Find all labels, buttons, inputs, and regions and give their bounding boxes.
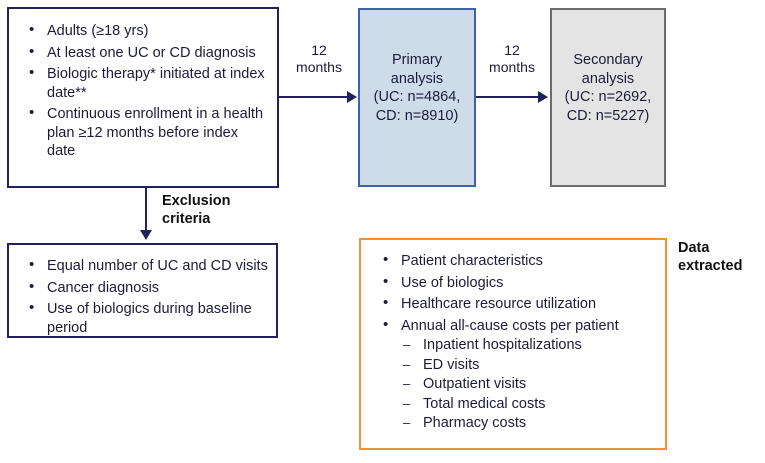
exclusion-criteria-list: Equal number of UC and CD visits Cancer … <box>27 256 270 340</box>
inclusion-criteria-list: Adults (≥18 yrs) At least one UC or CD d… <box>27 21 269 164</box>
list-item: Patient characteristics <box>381 251 657 271</box>
second-interval-line1: 12 <box>504 42 520 58</box>
primary-analysis-title-line1: Primary <box>392 52 442 68</box>
list-item: Use of biologics during baseline period <box>27 299 270 337</box>
list-item: Use of biologics <box>381 273 657 293</box>
data-extracted-sublist: Inpatient hospitalizations ED visits Out… <box>401 335 657 434</box>
primary-analysis-box: Primary analysis (UC: n=4864, CD: n=8910… <box>358 8 476 187</box>
sub-list-item: Inpatient hospitalizations <box>401 335 657 356</box>
secondary-analysis-n-line2: CD: n=5227) <box>566 107 650 124</box>
primary-analysis-n-line1: (UC: n=4864, <box>373 89 461 105</box>
list-item: Continuous enrollment in a health plan ≥… <box>27 104 269 161</box>
list-item: Biologic therapy* initiated at index dat… <box>27 64 269 102</box>
primary-analysis-n-line2: CD: n=8910) <box>375 107 459 124</box>
connector-primary-to-secondary <box>476 96 540 98</box>
data-extracted-box: Patient characteristics Use of biologics… <box>359 238 667 450</box>
connector-inclusion-to-primary <box>279 96 349 98</box>
inclusion-criteria-box: Adults (≥18 yrs) At least one UC or CD d… <box>7 7 279 188</box>
exclusion-criteria-label-line2: criteria <box>162 210 211 227</box>
arrowhead-primary-to-secondary <box>538 91 548 103</box>
primary-analysis-text: Primary analysis (UC: n=4864, CD: n=8910… <box>360 51 474 125</box>
sub-list-item: Total medical costs <box>401 394 657 415</box>
data-extracted-label-line1: Data <box>678 240 710 256</box>
secondary-analysis-n-line1: (UC: n=2692, <box>564 89 652 105</box>
sub-list-item: Outpatient visits <box>401 374 657 395</box>
arrowhead-inclusion-to-exclusion <box>140 230 152 240</box>
first-interval-line2: months <box>296 58 342 75</box>
list-item: Adults (≥18 yrs) <box>27 21 269 41</box>
secondary-analysis-title-line2: analysis <box>581 70 635 87</box>
first-interval-label: 12 months <box>289 42 349 75</box>
list-item: Cancer diagnosis <box>27 278 270 298</box>
list-item-label: Annual all-cause costs per patient <box>401 317 619 334</box>
list-item: Healthcare resource utilization <box>381 294 657 314</box>
secondary-analysis-title-line1: Secondary <box>573 52 643 68</box>
sub-list-item: ED visits <box>401 355 657 376</box>
connector-inclusion-to-exclusion <box>145 188 147 233</box>
second-interval-label: 12 months <box>482 42 542 75</box>
data-extracted-label: Data extracted <box>678 240 762 275</box>
primary-analysis-title-line2: analysis <box>390 70 444 87</box>
data-extracted-list: Patient characteristics Use of biologics… <box>381 251 657 437</box>
arrowhead-inclusion-to-primary <box>347 91 357 103</box>
secondary-analysis-box: Secondary analysis (UC: n=2692, CD: n=52… <box>550 8 666 187</box>
exclusion-criteria-box: Equal number of UC and CD visits Cancer … <box>7 243 278 338</box>
list-item: Annual all-cause costs per patient Inpat… <box>381 316 657 434</box>
exclusion-criteria-label-line1: Exclusion <box>162 193 231 209</box>
second-interval-line2: months <box>489 58 535 75</box>
list-item: At least one UC or CD diagnosis <box>27 43 269 63</box>
first-interval-line1: 12 <box>311 42 327 58</box>
secondary-analysis-text: Secondary analysis (UC: n=2692, CD: n=52… <box>552 51 664 125</box>
exclusion-criteria-label: Exclusion criteria <box>162 193 272 228</box>
list-item: Equal number of UC and CD visits <box>27 256 270 276</box>
sub-list-item: Pharmacy costs <box>401 413 657 434</box>
data-extracted-label-line2: extracted <box>678 257 743 274</box>
